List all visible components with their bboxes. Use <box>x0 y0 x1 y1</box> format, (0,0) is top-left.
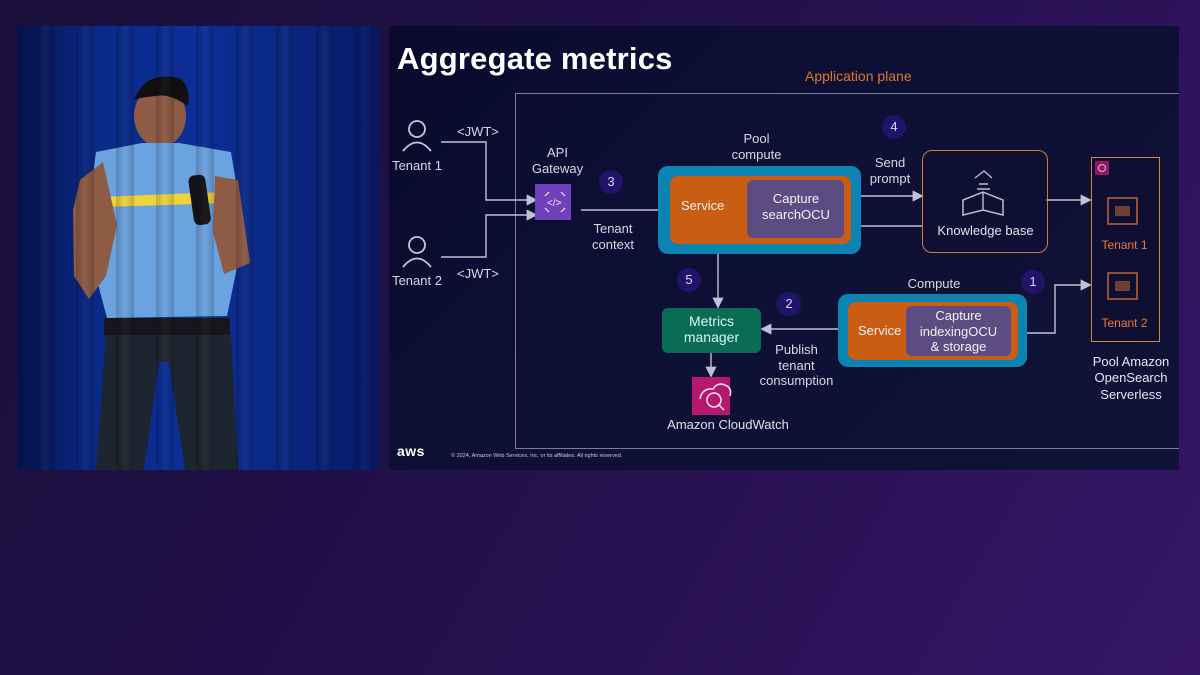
speaker-belt <box>104 318 230 335</box>
curtain-fold <box>236 26 254 470</box>
pool-capture-label: Capture searchOCU <box>762 191 830 222</box>
jwt-bottom-label: <JWT> <box>457 266 499 281</box>
curtain-fold <box>356 26 374 470</box>
curtain-fold <box>116 26 134 470</box>
tenant-1-label: Tenant 1 <box>392 158 442 173</box>
knowledge-base-box <box>922 150 1048 253</box>
speaker-figure <box>73 76 250 470</box>
tenant-1-icon <box>402 120 432 152</box>
presentation-slide: Aggregate metrics Application plane <box>389 26 1179 470</box>
knowledge-base-icon <box>962 170 1004 216</box>
speaker-head <box>134 85 186 147</box>
pool-opensearch-label: Pool Amazon OpenSearch Serverless <box>1092 354 1170 402</box>
cloudwatch-icon <box>692 377 732 415</box>
compute-label: Compute <box>907 276 961 291</box>
pool-service-label: Service <box>681 198 725 213</box>
copyright-text: © 2024, Amazon Web Services, Inc. or its… <box>451 453 623 459</box>
metrics-manager-label: Metrics manager <box>683 313 740 346</box>
send-prompt-label: Send prompt <box>869 155 911 186</box>
step-5-badge: 5 <box>677 268 701 292</box>
jwt-top-label: <JWT> <box>457 124 499 139</box>
aws-logo: aws <box>397 443 425 459</box>
opensearch-tenant-2-label: Tenant 2 <box>1101 316 1148 330</box>
api-gateway-label: API Gateway <box>531 145 584 176</box>
microphone <box>188 174 211 226</box>
tenant-2-arrow <box>441 209 538 258</box>
publish-consumption-label: Publish tenant consumption <box>759 342 834 389</box>
compute-to-os-arrow <box>1027 279 1092 334</box>
speaker-right-arm <box>213 176 250 274</box>
tenant-2-icon <box>402 236 432 268</box>
curtain-fold <box>156 26 174 470</box>
tenant-context-label: Tenant context <box>592 221 634 252</box>
opensearch-box <box>1091 157 1160 342</box>
step-2-badge: 2 <box>777 292 801 316</box>
knowledge-base-label: Knowledge base <box>937 223 1034 238</box>
slide-title: Aggregate metrics <box>397 41 673 76</box>
os-tenant-2-icon <box>1107 272 1138 300</box>
curtain-fold <box>76 26 94 470</box>
speaker-video-panel <box>18 26 379 470</box>
curtain-fold <box>276 26 294 470</box>
api-gateway-icon: </> <box>535 184 571 220</box>
curtain-fold <box>316 26 334 470</box>
compute-capture-label: Capture indexingOCU & storage <box>919 308 998 355</box>
speaker-left-arm <box>73 162 117 299</box>
application-plane-box <box>515 93 1179 449</box>
opensearch-tenant-1-label: Tenant 1 <box>1101 238 1148 252</box>
step-4-badge: 4 <box>882 115 906 139</box>
compute-service-label: Service <box>858 323 902 338</box>
step-3-badge: 3 <box>599 170 623 194</box>
pool-capture-box <box>747 180 844 238</box>
step-1-badge: 1 <box>1021 270 1045 294</box>
svg-text:</>: </> <box>547 198 562 209</box>
opensearch-icon <box>1095 161 1109 175</box>
metrics-manager-box <box>662 308 761 353</box>
speaker-pants <box>96 335 238 470</box>
pool-compute-label: Pool compute <box>731 131 782 162</box>
speaker-hair <box>134 76 189 106</box>
architecture-diagram: </> <box>402 120 1138 415</box>
tenant-2-label: Tenant 2 <box>392 273 442 288</box>
application-plane-label: Application plane <box>805 68 912 84</box>
curtain-fold <box>36 26 54 470</box>
cloudwatch-label: Amazon CloudWatch <box>667 417 789 432</box>
tenant-1-arrow <box>441 141 538 206</box>
os-tenant-1-icon <box>1107 197 1138 225</box>
curtain-fold <box>196 26 214 470</box>
compute-capture-box <box>906 306 1011 356</box>
